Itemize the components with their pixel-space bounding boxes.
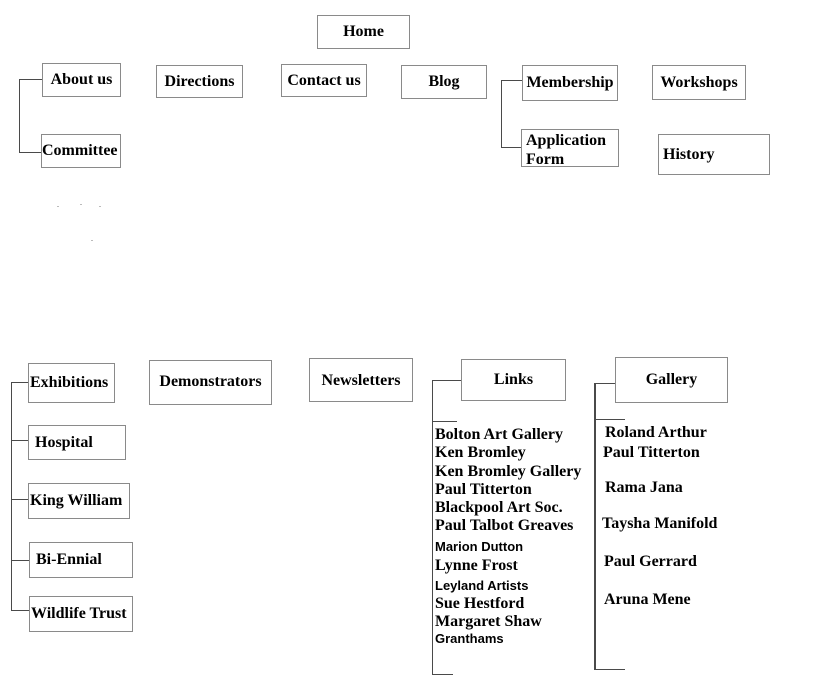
links-list-bottom-tick bbox=[432, 674, 453, 675]
hospital-box[interactable]: Hospital bbox=[28, 425, 126, 460]
list-item[interactable]: Paul Gerrard bbox=[604, 553, 697, 570]
newsletters-label: Newsletters bbox=[321, 372, 401, 389]
contact-us-box[interactable]: Contact us bbox=[281, 64, 367, 97]
wildlife-trust-label: Wildlife Trust bbox=[31, 605, 127, 622]
list-item[interactable]: Blackpool Art Soc. bbox=[435, 499, 563, 516]
demonstrators-box[interactable]: Demonstrators bbox=[149, 360, 272, 405]
links-list: Bolton Art Gallery Ken Bromley Ken Broml… bbox=[435, 426, 581, 648]
gallery-list-bottom-tick bbox=[594, 669, 625, 670]
bi-ennial-branch bbox=[11, 560, 29, 561]
list-item[interactable]: Paul Titterton bbox=[603, 444, 700, 461]
exhibitions-branch-top bbox=[11, 382, 28, 383]
list-item[interactable]: Paul Talbot Greaves bbox=[435, 517, 574, 534]
list-item[interactable]: Ken Bromley Gallery bbox=[435, 463, 582, 480]
exhibitions-branch-vertical bbox=[11, 382, 12, 611]
committee-box[interactable]: Committee bbox=[41, 134, 121, 168]
gallery-box[interactable]: Gallery bbox=[615, 357, 728, 403]
wildlife-trust-box[interactable]: Wildlife Trust bbox=[29, 596, 133, 632]
gallery-branch-vertical bbox=[594, 383, 596, 670]
stray-mark bbox=[80, 204, 82, 205]
stray-mark bbox=[99, 206, 101, 207]
exhibitions-label: Exhibitions bbox=[30, 374, 109, 391]
stray-mark bbox=[91, 240, 93, 241]
list-item[interactable]: Paul Titterton bbox=[435, 481, 532, 498]
gallery-branch-top bbox=[594, 383, 615, 384]
king-william-label: King William bbox=[30, 492, 123, 509]
membership-branch-top bbox=[501, 80, 522, 81]
list-item[interactable]: Sue Hestford bbox=[435, 595, 525, 612]
application-form-box[interactable]: Application Form bbox=[521, 129, 619, 168]
king-william-branch bbox=[11, 499, 28, 500]
gallery-list-top-tick bbox=[594, 419, 625, 420]
list-item[interactable]: Aruna Mene bbox=[604, 591, 691, 608]
newsletters-box[interactable]: Newsletters bbox=[309, 358, 413, 402]
directions-label: Directions bbox=[164, 72, 235, 90]
about-us-label: About us bbox=[50, 71, 113, 88]
list-item[interactable]: Margaret Shaw bbox=[435, 613, 542, 630]
history-box[interactable]: History bbox=[658, 134, 770, 175]
blog-box[interactable]: Blog bbox=[401, 65, 487, 99]
committee-label: Committee bbox=[42, 142, 118, 159]
gallery-label: Gallery bbox=[645, 371, 698, 388]
application-form-label: Application Form bbox=[526, 132, 607, 168]
exhibitions-box[interactable]: Exhibitions bbox=[28, 363, 115, 403]
links-list-top-tick bbox=[432, 421, 457, 422]
about-branch-top bbox=[19, 79, 42, 80]
workshops-box[interactable]: Workshops bbox=[652, 65, 746, 100]
links-label: Links bbox=[493, 371, 534, 388]
workshops-label: Workshops bbox=[660, 73, 738, 91]
list-item[interactable]: Granthams bbox=[435, 631, 504, 646]
links-branch-top bbox=[432, 380, 461, 381]
hospital-label: Hospital bbox=[35, 433, 93, 451]
application-branch bbox=[501, 147, 522, 148]
committee-branch bbox=[19, 152, 42, 153]
links-box[interactable]: Links bbox=[461, 359, 566, 401]
list-item[interactable]: Leyland Artists bbox=[435, 578, 529, 593]
list-item[interactable]: Bolton Art Gallery bbox=[435, 426, 563, 443]
links-branch-vertical bbox=[432, 380, 433, 674]
hospital-branch bbox=[11, 440, 28, 441]
wildlife-trust-branch bbox=[11, 610, 29, 611]
directions-box[interactable]: Directions bbox=[156, 65, 243, 98]
about-branch-vertical bbox=[19, 79, 20, 153]
demonstrators-label: Demonstrators bbox=[159, 373, 262, 390]
king-william-box[interactable]: King William bbox=[28, 483, 130, 519]
history-label: History bbox=[663, 145, 715, 163]
membership-label: Membership bbox=[526, 74, 614, 91]
list-item[interactable]: Roland Arthur bbox=[605, 424, 707, 441]
list-item[interactable]: Rama Jana bbox=[605, 479, 683, 496]
membership-branch-vertical bbox=[501, 80, 502, 148]
stray-mark bbox=[57, 206, 59, 207]
home-label: Home bbox=[343, 23, 384, 40]
home-box[interactable]: Home bbox=[317, 15, 410, 49]
about-us-box[interactable]: About us bbox=[42, 63, 121, 97]
membership-box[interactable]: Membership bbox=[522, 65, 618, 101]
list-item[interactable]: Taysha Manifold bbox=[602, 515, 718, 532]
list-item[interactable]: Lynne Frost bbox=[435, 557, 518, 574]
bi-ennial-label: Bi-Ennial bbox=[36, 551, 102, 568]
contact-us-label: Contact us bbox=[287, 71, 361, 89]
list-item[interactable]: Ken Bromley bbox=[435, 444, 526, 461]
list-item[interactable]: Marion Dutton bbox=[435, 539, 524, 554]
bi-ennial-box[interactable]: Bi-Ennial bbox=[29, 542, 133, 578]
blog-label: Blog bbox=[428, 73, 460, 90]
